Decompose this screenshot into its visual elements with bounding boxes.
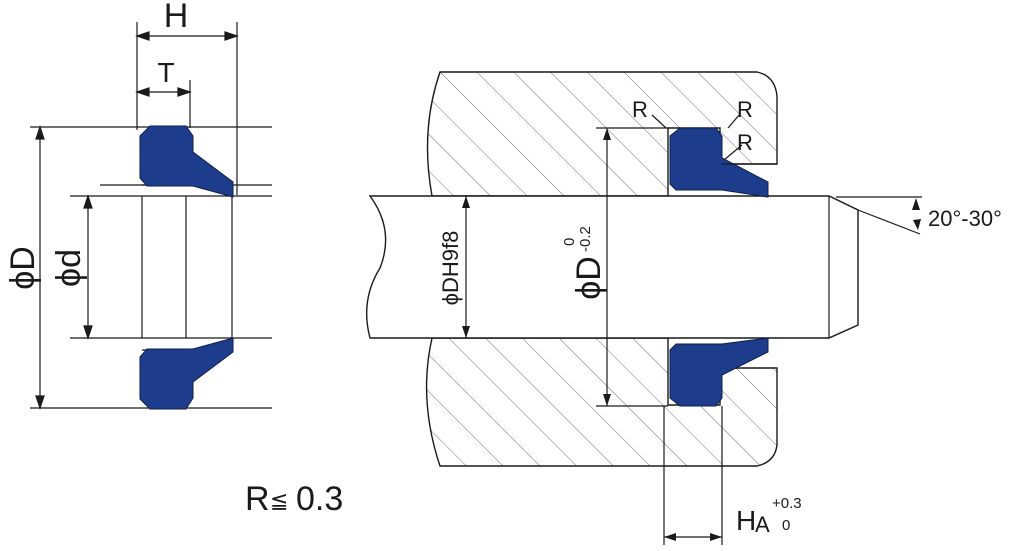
seal-profile-bottom bbox=[139, 337, 234, 410]
svg-text:ϕD: ϕD bbox=[570, 256, 608, 300]
installed-seal-bottom bbox=[669, 337, 769, 407]
label-groove-width: H A +0.3 0 bbox=[736, 495, 802, 537]
svg-text:R: R bbox=[245, 480, 270, 518]
label-groove-diameter: ϕD 0 -0.2 bbox=[561, 226, 608, 300]
svg-text:≦: ≦ bbox=[270, 488, 288, 513]
shaft bbox=[365, 195, 859, 339]
dim-label-H: H bbox=[164, 0, 189, 35]
label-R-mid-right: R bbox=[737, 130, 753, 155]
dim-label-T: T bbox=[157, 57, 174, 88]
label-angle: 20°-30° bbox=[928, 206, 1002, 231]
svg-text:0: 0 bbox=[561, 238, 578, 246]
radius-note: R ≦ 0.3 bbox=[245, 480, 343, 518]
dim-label-phi-D: ϕD bbox=[4, 246, 42, 290]
label-R-top-left: R bbox=[632, 97, 648, 122]
seal-profile-top bbox=[139, 125, 234, 198]
svg-text:H: H bbox=[736, 505, 756, 536]
housing-bottom bbox=[425, 337, 778, 467]
label-shaft-fit: ϕDH9f8 bbox=[438, 231, 463, 306]
svg-text:-0.2: -0.2 bbox=[577, 226, 594, 252]
housing-top bbox=[426, 71, 778, 197]
dim-label-phi-d: ϕd bbox=[50, 249, 88, 287]
label-R-top-right: R bbox=[737, 97, 753, 122]
svg-text:A: A bbox=[755, 512, 770, 537]
svg-text:0: 0 bbox=[782, 517, 790, 534]
installed-seal-top bbox=[669, 127, 769, 198]
svg-text:+0.3: +0.3 bbox=[772, 495, 802, 512]
svg-text:0.3: 0.3 bbox=[296, 480, 343, 518]
